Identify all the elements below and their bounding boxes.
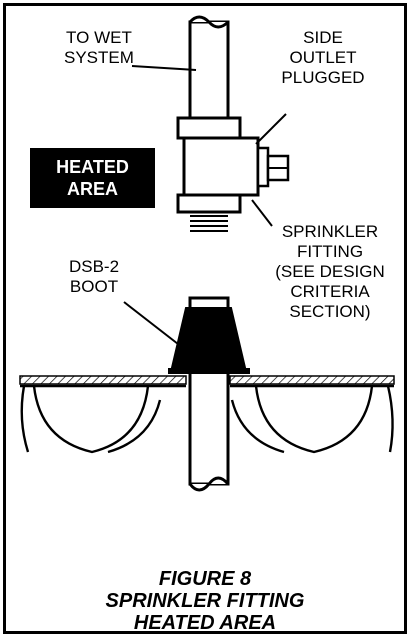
dsb2-boot — [169, 307, 248, 373]
label-sprinkler-fitting: SPRINKLER FITTING (SEE DESIGN CRITERIA S… — [275, 222, 385, 321]
fitting-bottom-band — [176, 193, 242, 214]
heated-area-badge: HEATED AREA — [30, 148, 155, 208]
pipe-top-break — [188, 15, 230, 29]
figure-frame — [3, 3, 407, 634]
ceiling-hatch-right — [229, 375, 395, 385]
fitting-top-band — [176, 116, 242, 140]
ceiling-insulation — [20, 384, 394, 454]
leader-lines — [123, 65, 287, 345]
boot-base-plate — [168, 368, 250, 374]
pipe-bottom-break — [188, 476, 230, 492]
figure-caption: FIGURE 8 SPRINKLER FITTING HEATED AREA — [105, 568, 305, 634]
fitting-body — [182, 136, 260, 197]
ceiling-hatch-left — [19, 375, 187, 385]
label-side-outlet: SIDE OUTLET PLUGGED — [281, 28, 365, 87]
side-outlet-nut — [256, 146, 270, 188]
label-dsb2-boot: DSB-2 BOOT — [68, 257, 120, 296]
label-to-wet-system: TO WET SYSTEM — [64, 28, 134, 67]
pipe-threads — [190, 215, 228, 232]
